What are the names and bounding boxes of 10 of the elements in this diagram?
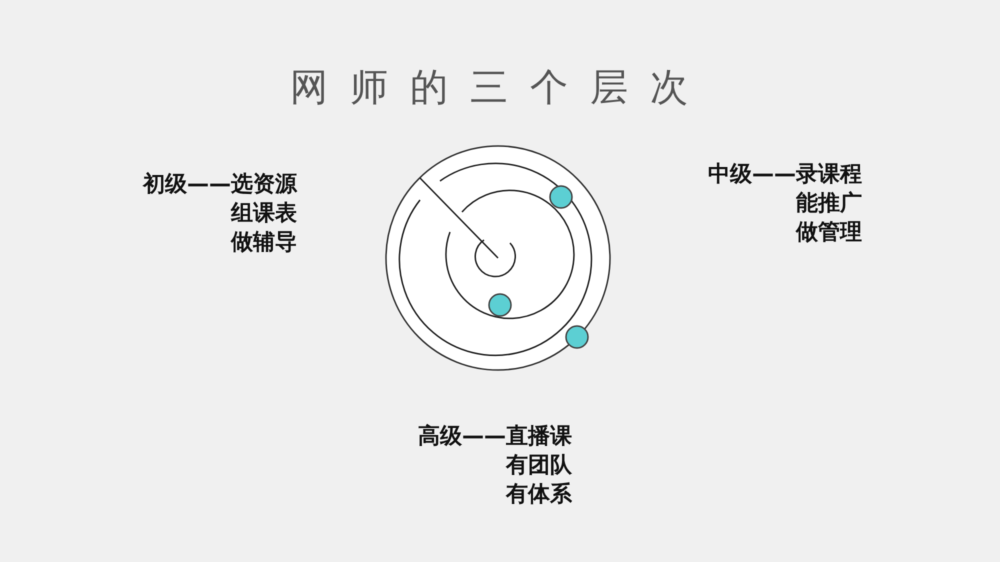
title: 网师的三个层次 bbox=[290, 65, 710, 109]
level-item: 组课表 bbox=[230, 200, 297, 228]
level-heading: 高级——直播课 bbox=[418, 422, 572, 451]
level-heading: 中级——录课程 bbox=[708, 161, 862, 189]
level-item: 能推广 bbox=[795, 190, 862, 218]
level-item: 有团队 bbox=[504, 452, 572, 480]
level-item: 做辅导 bbox=[230, 229, 297, 257]
level-item: 有体系 bbox=[504, 481, 572, 509]
level-item: 做管理 bbox=[794, 219, 862, 247]
level-heading: 初级——选资源 bbox=[143, 171, 297, 199]
